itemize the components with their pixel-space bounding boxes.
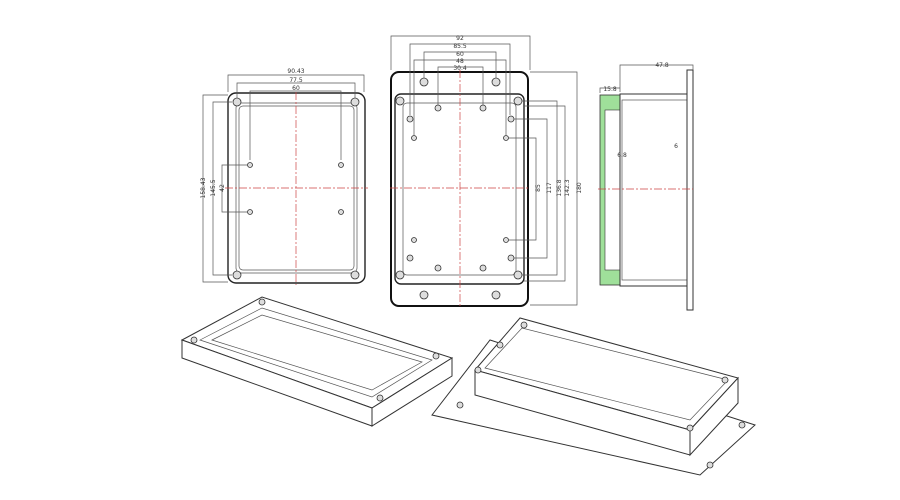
lid-top-view: 90.43 77.5 60 158.43 145.5 42 (200, 68, 368, 285)
lid-height-inner: 42 (219, 184, 226, 192)
base-height-d: 142.3 (564, 179, 571, 196)
base-width-c: 48 (456, 58, 464, 65)
lid-width-overall: 90.43 (287, 68, 304, 75)
lid-isometric-view (180, 296, 454, 427)
lid-width-holes: 77.5 (289, 77, 303, 84)
lid-height-overall: 158.43 (200, 177, 207, 198)
side-lid-depth: 15.8 (603, 86, 617, 93)
base-width-overall: 92 (456, 35, 464, 42)
base-width-a: 85.5 (453, 43, 467, 50)
base-width-b: 60 (456, 51, 464, 58)
base-height-a: 85 (535, 184, 542, 192)
side-depth-overall: 47.8 (655, 62, 669, 69)
side-section-view: 47.8 15.8 6.8 6 (598, 62, 694, 311)
base-height-c: 136.8 (556, 179, 563, 196)
base-width-d: 30.4 (453, 65, 467, 72)
side-rib: 6 (674, 143, 678, 150)
base-isometric-view (431, 317, 756, 476)
base-height-overall: 180 (576, 182, 583, 194)
lid-width-inner: 60 (292, 85, 300, 92)
side-wall: 6.8 (617, 152, 627, 159)
base-height-b: 117 (546, 182, 553, 194)
base-top-view: 92 85.5 60 48 30.4 85 117 136.8 142.3 18… (390, 35, 583, 308)
lid-height-holes: 145.5 (210, 179, 217, 196)
